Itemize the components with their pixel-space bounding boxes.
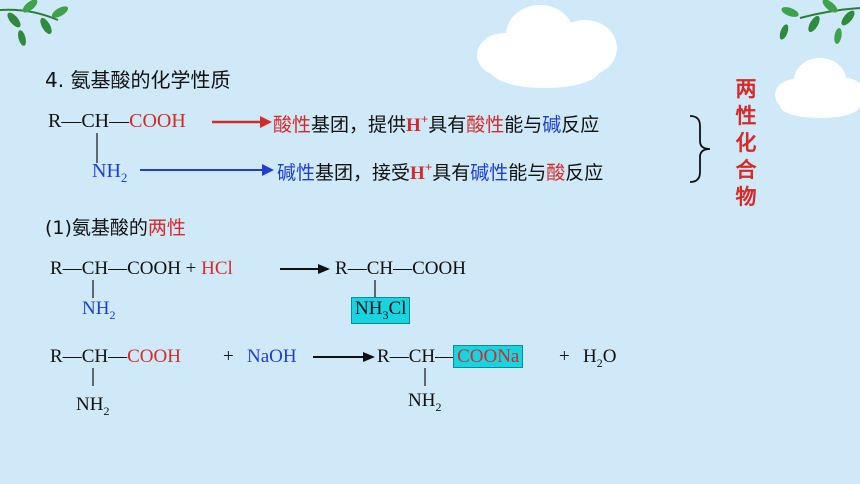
proton-symbol: H+ xyxy=(406,111,429,136)
reaction1-reactant: R—CH—COOH + HCl xyxy=(50,258,233,279)
reaction1-product: R—CH—COOH xyxy=(335,258,466,279)
bond-vertical-r1a xyxy=(92,280,94,298)
bond-vertical-r1b xyxy=(374,280,376,298)
acid-statement-prefix: 酸性 xyxy=(273,114,312,136)
bond-vertical-1 xyxy=(96,133,98,163)
r-group: R xyxy=(48,110,62,132)
curly-brace xyxy=(689,115,711,183)
base-statement-prefix: 碱性 xyxy=(277,162,316,184)
reaction2-arrow xyxy=(313,352,375,362)
subsection-highlight: 两性 xyxy=(147,217,186,239)
reaction2-product-amino: NH2 xyxy=(408,390,442,414)
acid-arrow xyxy=(212,116,272,128)
reaction2-plus: + xyxy=(223,346,234,367)
amphoteric-label: 两性化合物 xyxy=(735,77,757,209)
bond-vertical-r2b xyxy=(424,368,426,386)
reaction2-reactant: R—CH—COOH xyxy=(50,346,181,367)
reaction1-arrow xyxy=(280,264,330,274)
leaf-decoration-right xyxy=(779,0,860,44)
subsection-title: (1)氨基酸的两性 xyxy=(45,217,186,239)
bond-vertical-r2a xyxy=(92,368,94,386)
reaction2-product: R—CH—COONa xyxy=(377,345,524,368)
base-arrow xyxy=(140,164,274,176)
naoh-reagent: NaOH xyxy=(247,346,297,367)
ammonium-chloride-group: NH3Cl xyxy=(350,297,411,324)
carboxyl-group: COOH xyxy=(129,110,186,132)
proton-symbol-2: H+ xyxy=(410,159,433,184)
section-title: 4. 氨基酸的化学性质 xyxy=(45,64,230,93)
reaction2-water-plus: + xyxy=(559,346,570,367)
hcl-reagent: HCl xyxy=(201,258,233,279)
acid-statement: 酸性基团，提供H+具有酸性能与碱反应 xyxy=(273,111,600,136)
carboxylate-group: COONa xyxy=(453,345,524,368)
reaction2-amino: NH2 xyxy=(76,394,110,418)
ch-group: CH xyxy=(81,110,110,132)
structure-main-line: R—CH—COOH xyxy=(48,110,186,132)
reaction1-amino: NH2 xyxy=(82,298,116,322)
leaf-decoration-left xyxy=(0,0,69,46)
water-product: H2O xyxy=(583,346,617,370)
section-title-text: 4. 氨基酸的化学性质 xyxy=(45,68,231,92)
base-statement: 碱性基团，接受H+具有碱性能与酸反应 xyxy=(277,159,604,184)
amino-group: NH2 xyxy=(92,160,128,185)
